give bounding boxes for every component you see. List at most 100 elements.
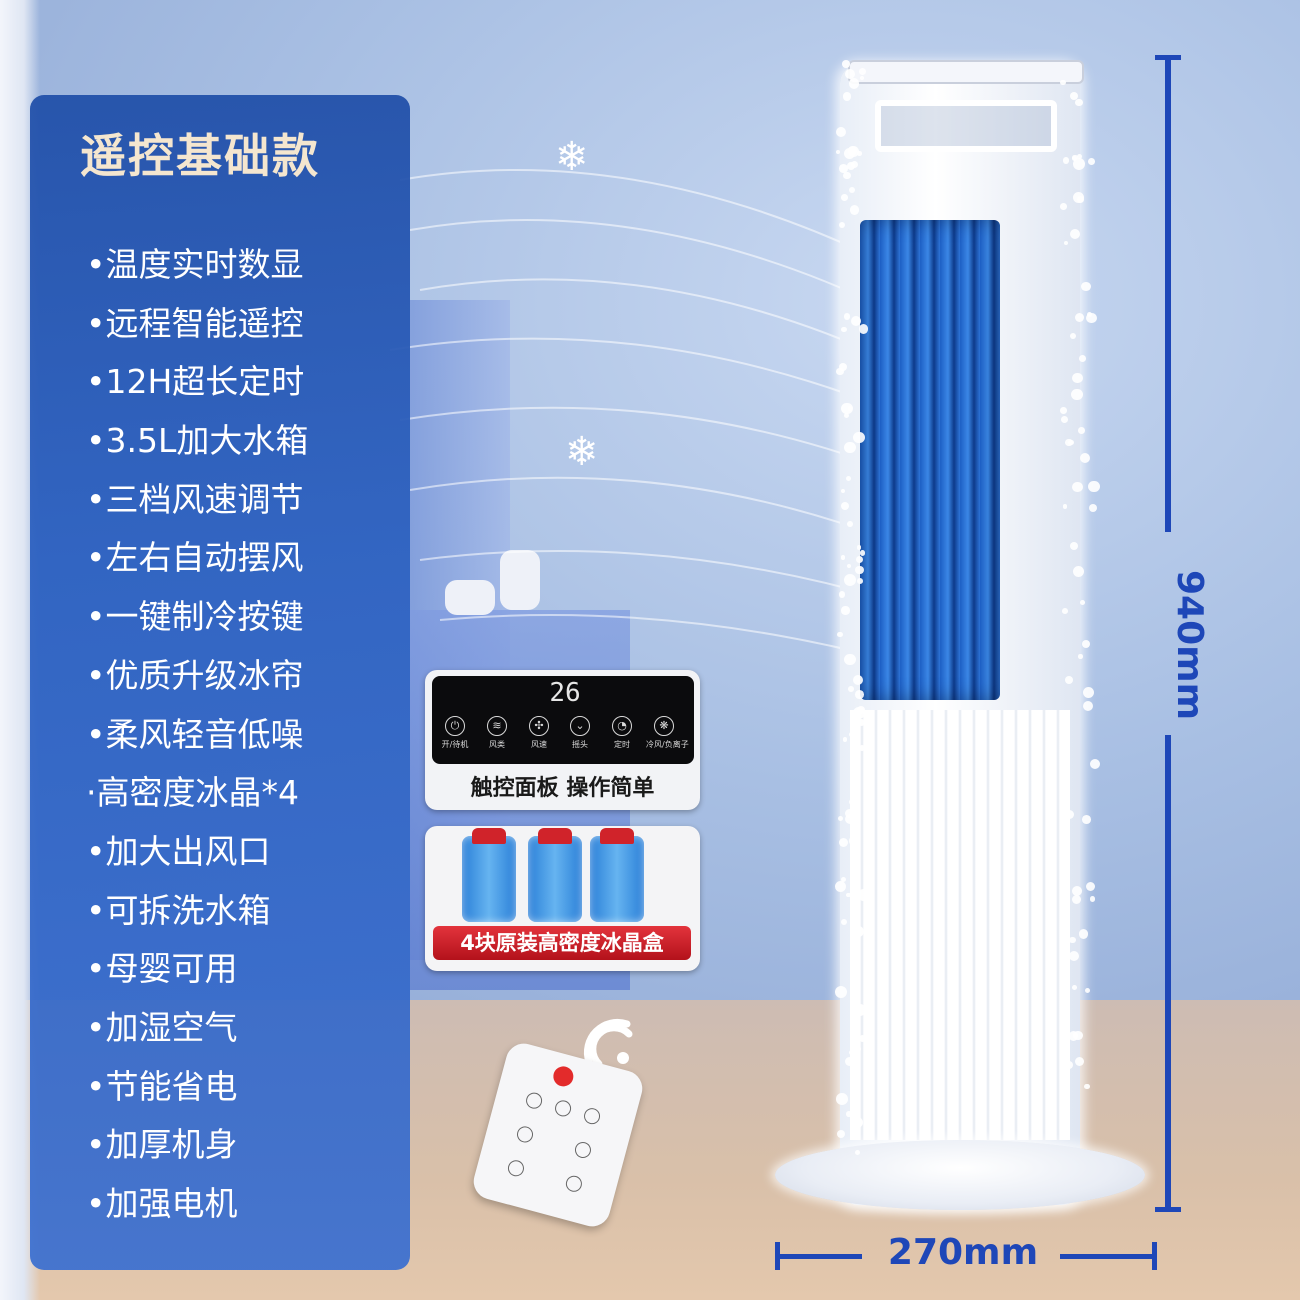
- frost-dot: [844, 653, 856, 666]
- frost-dot: [849, 205, 860, 215]
- frost-dot: [854, 690, 864, 699]
- ice-pack: [528, 836, 582, 922]
- height-dimension-line: [1165, 735, 1171, 1210]
- remote-power-icon: [551, 1064, 576, 1089]
- feature-item: •加大出风口: [86, 831, 271, 871]
- frost-dot: [845, 69, 856, 80]
- frost-dot: [847, 146, 857, 156]
- frost-dot: [843, 172, 851, 180]
- frost-dot: [1072, 481, 1083, 493]
- frost-dot: [1064, 676, 1073, 685]
- frost-dot: [859, 75, 865, 80]
- feature-item: •加厚机身: [86, 1125, 238, 1165]
- frost-dot: [1068, 936, 1076, 944]
- frost-dot: [837, 631, 844, 638]
- frost-dot: [1086, 312, 1097, 324]
- remote-key-icon: [573, 1140, 593, 1160]
- frost-dot: [1074, 312, 1084, 322]
- frost-dot: [1074, 1057, 1085, 1067]
- feature-item: •一键制冷按键: [86, 597, 304, 637]
- timer-button: ◔ 定时: [604, 716, 640, 750]
- power-button: ⏻ 开/待机: [437, 716, 473, 750]
- frost-dot: [1082, 640, 1091, 649]
- fan-top: [848, 60, 1084, 84]
- frost-dot: [1083, 1083, 1090, 1090]
- frost-dot: [859, 550, 866, 557]
- ice-pack-cap: [472, 828, 506, 844]
- frost-dot: [842, 92, 852, 102]
- tower-fan: [840, 50, 1090, 1205]
- frost-dot: [841, 606, 850, 615]
- frost-dot: [1064, 804, 1070, 810]
- frost-dot: [859, 1034, 867, 1042]
- remote-key-icon: [582, 1106, 602, 1126]
- feature-item: •12H超长定时: [86, 362, 305, 402]
- fan-base: [775, 1140, 1145, 1210]
- frost-dot: [840, 877, 846, 883]
- frost-dot: [849, 732, 855, 738]
- frost-dot: [851, 316, 862, 327]
- frost-dot: [857, 151, 862, 156]
- frost-dot: [1077, 196, 1085, 204]
- frost-dot: [1060, 416, 1068, 423]
- frost-dot: [848, 1050, 854, 1056]
- cool-ion-button-label: 冷风/负离子: [646, 740, 689, 749]
- ice-pack: [462, 836, 516, 922]
- ice-pack-caption: 4块原装高密度冰晶盒: [433, 926, 691, 960]
- wireless-signal-icon: [583, 1018, 633, 1068]
- frost-dot: [1084, 987, 1091, 993]
- feature-list: •温度实时数显 •远程智能遥控 •12H超长定时 •3.5L加大水箱 •三档风速…: [86, 240, 308, 1238]
- frost-dot: [835, 126, 846, 137]
- swing-icon: ⌄: [570, 716, 590, 736]
- frost-dot: [1071, 985, 1077, 990]
- frost-dot: [852, 674, 864, 686]
- ice-pack: [590, 836, 644, 922]
- frost-dot: [847, 521, 854, 528]
- frost-dot: [846, 892, 851, 898]
- frost-dot: [855, 566, 864, 575]
- snowflake-icon: ❄: [555, 134, 589, 180]
- frost-dot: [1089, 896, 1096, 903]
- timer-icon: ◔: [612, 716, 632, 736]
- frost-dot: [841, 194, 848, 201]
- frost-dot: [843, 413, 850, 419]
- speed-button: ✣ 风速: [521, 716, 557, 750]
- temperature-display: 26: [549, 678, 581, 708]
- fan-handle: [875, 100, 1057, 152]
- frost-dot: [846, 161, 855, 170]
- mode-button: ≋ 风类: [479, 716, 515, 750]
- feature-item: ·高密度冰晶*4: [86, 773, 299, 813]
- frost-dot: [836, 1093, 848, 1105]
- frost-dot: [1064, 241, 1069, 246]
- ice-pack-cap: [538, 828, 572, 844]
- frost-dot: [854, 1150, 860, 1156]
- frost-dot: [1079, 600, 1085, 606]
- frost-dot: [1088, 158, 1096, 166]
- frost-dot: [857, 719, 865, 727]
- frost-dot: [1071, 155, 1077, 161]
- frost-dot: [848, 686, 854, 693]
- frost-dot: [858, 889, 870, 901]
- frost-dot: [848, 78, 860, 89]
- frost-dot: [1088, 480, 1100, 493]
- feature-item: •柔风轻音低噪: [86, 714, 304, 754]
- background-cup: [445, 580, 495, 615]
- frost-dot: [838, 591, 846, 598]
- timer-button-label: 定时: [614, 740, 630, 749]
- frost-dot: [844, 814, 855, 825]
- frost-dot: [1069, 542, 1078, 551]
- frost-dot: [853, 996, 858, 1001]
- frost-dot: [849, 836, 859, 847]
- frost-dot: [1060, 407, 1067, 414]
- frost-dot: [1075, 98, 1083, 106]
- airflow-lines: ❄ ❄: [389, 134, 891, 661]
- frost-dot: [843, 313, 851, 320]
- feature-item: •节能省电: [86, 1066, 238, 1106]
- frost-dot: [1071, 885, 1082, 896]
- frost-dot: [1078, 654, 1083, 659]
- frost-dot: [1078, 426, 1085, 434]
- feature-item: •加湿空气: [86, 1007, 238, 1047]
- frost-dot: [1062, 503, 1068, 509]
- width-dimension-line: [1060, 1254, 1155, 1259]
